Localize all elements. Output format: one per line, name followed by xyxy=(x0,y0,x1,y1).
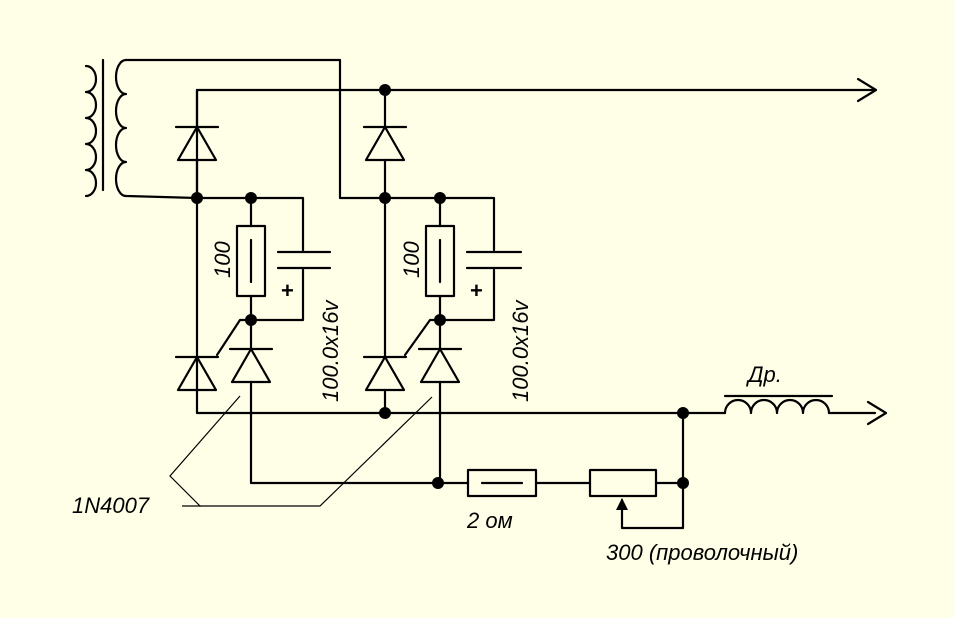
diode-bottom-right-outer xyxy=(362,355,408,392)
capacitor-left-plus: + xyxy=(281,278,294,303)
resistor-2-ohm-label: 2 ом xyxy=(466,508,513,533)
capacitor-left xyxy=(276,250,332,270)
output-arrow-bottom xyxy=(866,400,888,426)
resistor-100-left xyxy=(235,224,267,298)
potentiometer-300 xyxy=(588,468,658,510)
capacitor-left-label: 100.0x16v xyxy=(318,298,343,402)
potentiometer-label: 300 (проволочный) xyxy=(606,540,798,565)
transformer-primary-winding xyxy=(84,64,98,198)
resistor-right-label: 100 xyxy=(399,241,424,278)
diode-bottom-right-inner xyxy=(417,347,463,384)
diode-bottom-left-inner xyxy=(228,347,274,384)
diode-type-leader-lines xyxy=(169,395,433,507)
capacitor-right-plus: + xyxy=(470,278,483,303)
capacitor-right-label: 100.0x16v xyxy=(508,298,533,402)
transformer-secondary-winding xyxy=(114,58,128,198)
choke-inductor xyxy=(723,394,837,415)
output-arrow-top xyxy=(856,77,878,103)
resistor-100-right xyxy=(424,224,456,298)
diode-top-right xyxy=(362,125,408,162)
wires xyxy=(124,58,877,530)
diode-top-left xyxy=(174,125,220,162)
resistor-left-label: 100 xyxy=(210,241,235,278)
capacitor-right xyxy=(465,250,523,270)
junction-dots xyxy=(191,84,689,489)
diode-bottom-left-outer xyxy=(174,355,220,392)
diode-type-label: 1N4007 xyxy=(72,493,150,518)
transformer xyxy=(84,58,128,198)
resistor-2-ohm xyxy=(466,468,538,498)
choke-label: Др. xyxy=(745,362,782,387)
